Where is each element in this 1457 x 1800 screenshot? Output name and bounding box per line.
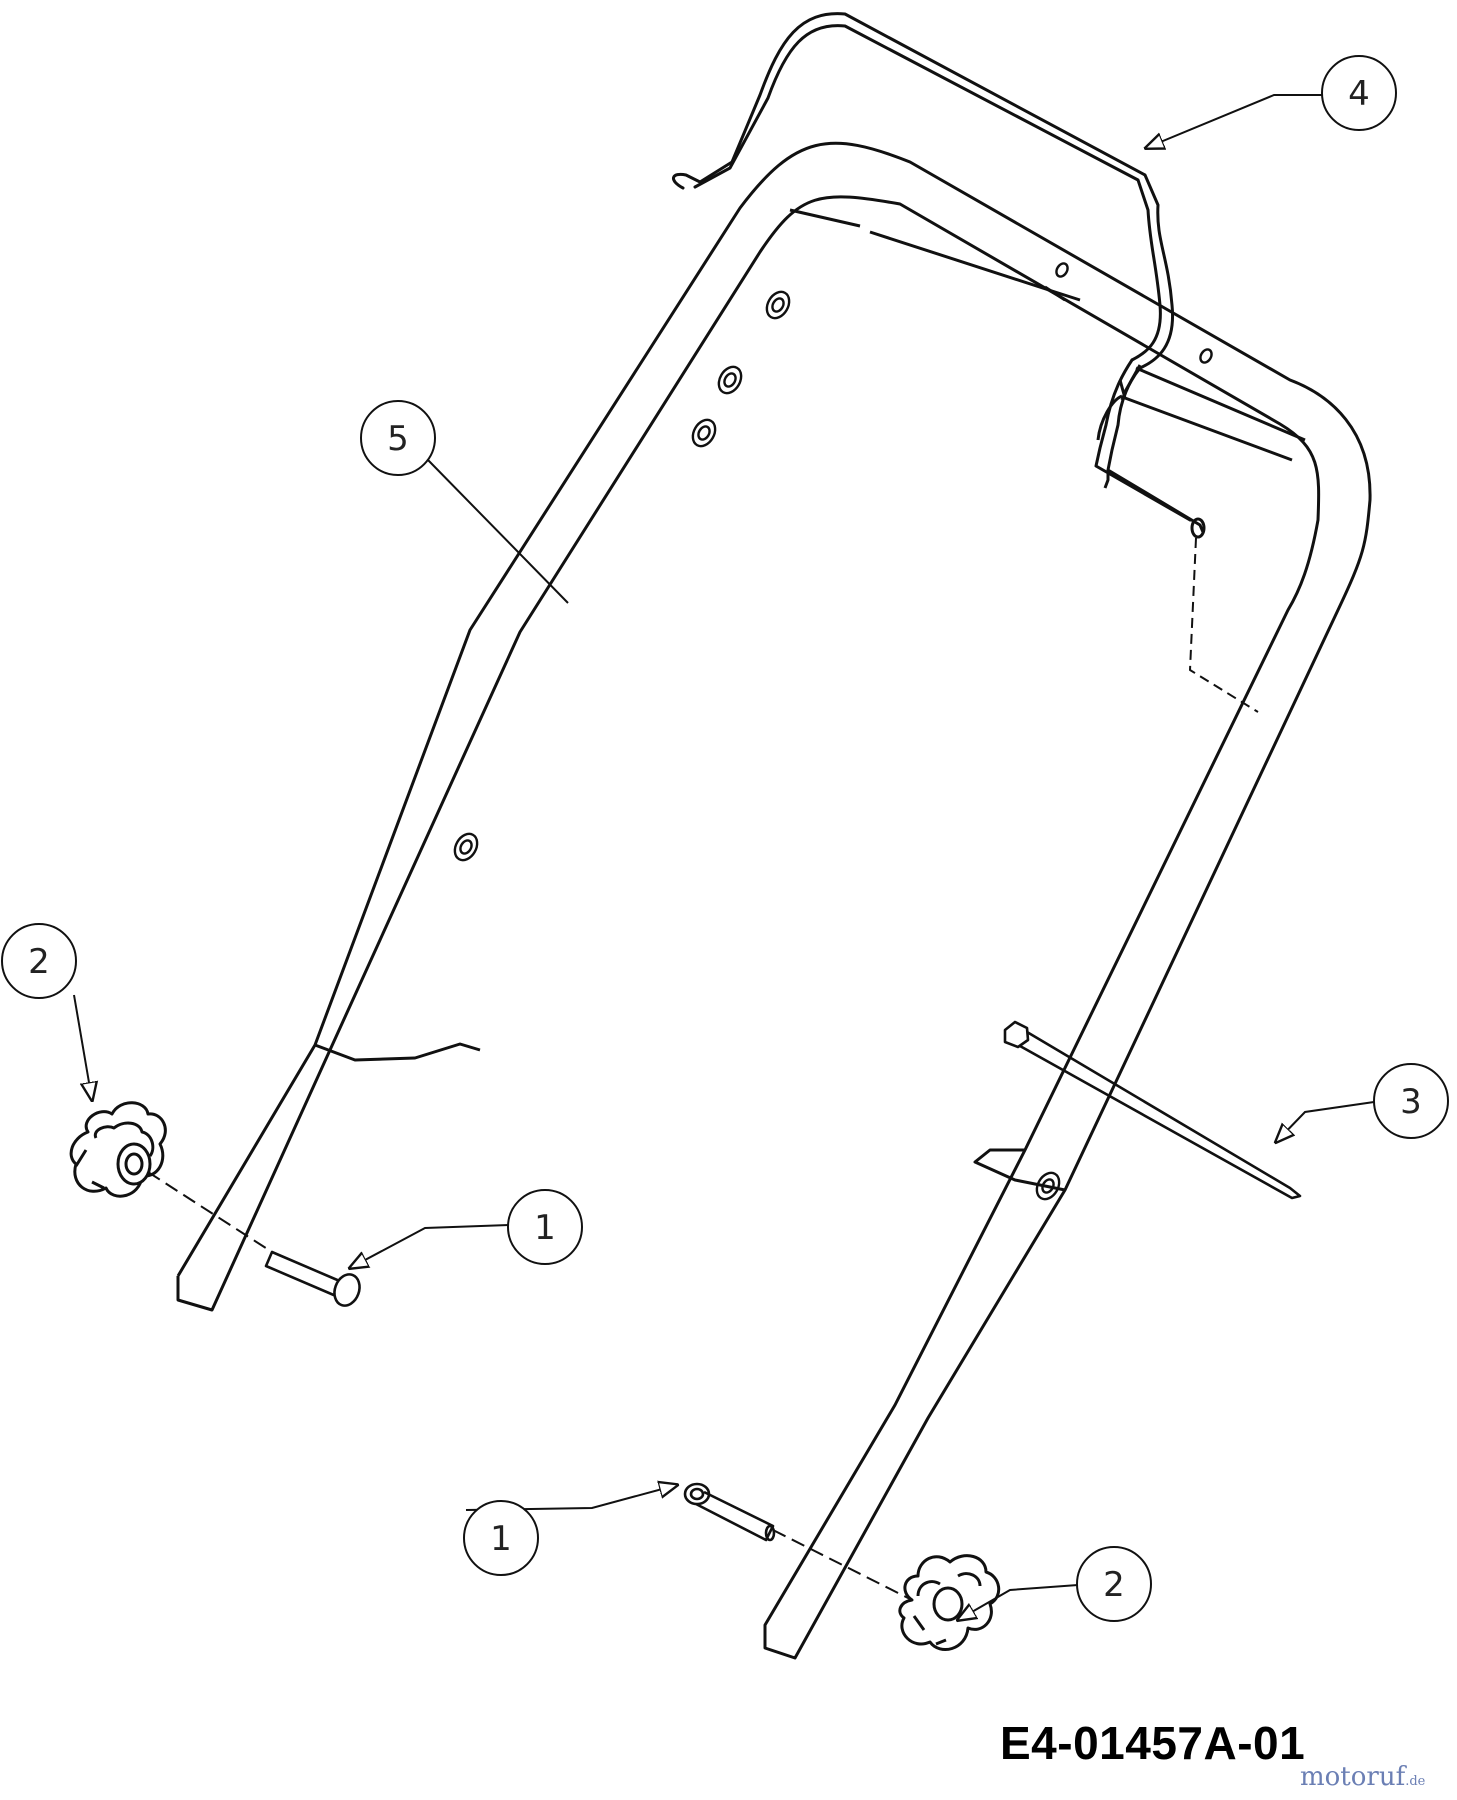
leader-lines xyxy=(73,94,1375,1620)
callout-3: 3 xyxy=(1373,1063,1449,1139)
svg-text:4: 4 xyxy=(1348,74,1370,114)
callout-2-left: 2 xyxy=(1,923,77,999)
cable-tie-part-3 xyxy=(1003,1020,1302,1200)
svg-text:2: 2 xyxy=(1103,1565,1125,1605)
star-knob-part-2-left xyxy=(69,1101,167,1198)
watermark-tld: .de xyxy=(1405,1774,1426,1789)
svg-text:2: 2 xyxy=(28,942,50,982)
callout-4: 4 xyxy=(1321,55,1397,131)
callout-5: 5 xyxy=(360,400,436,476)
callout-2-right: 2 xyxy=(1076,1546,1152,1622)
watermark-brand: motoruf xyxy=(1300,1762,1406,1792)
bolt-part-1-right xyxy=(683,1482,776,1542)
callout-1-right: 1 xyxy=(463,1500,539,1576)
drawing-code-label: E4-01457A-01 xyxy=(1000,1717,1306,1769)
star-knob-part-2-right xyxy=(898,1554,1001,1651)
callout-1-left: 1 xyxy=(507,1189,583,1265)
bolt-part-1-left xyxy=(264,1250,361,1307)
svg-text:1: 1 xyxy=(490,1519,512,1559)
svg-text:1: 1 xyxy=(534,1208,556,1248)
assembly-axis-lines xyxy=(147,1171,913,1601)
watermark-logo: motoruf.de xyxy=(1300,1762,1425,1792)
control-bar-part-4 xyxy=(672,12,1206,539)
svg-text:3: 3 xyxy=(1400,1082,1422,1122)
svg-text:5: 5 xyxy=(387,419,409,459)
upper-handle-part-5 xyxy=(176,141,1372,1660)
